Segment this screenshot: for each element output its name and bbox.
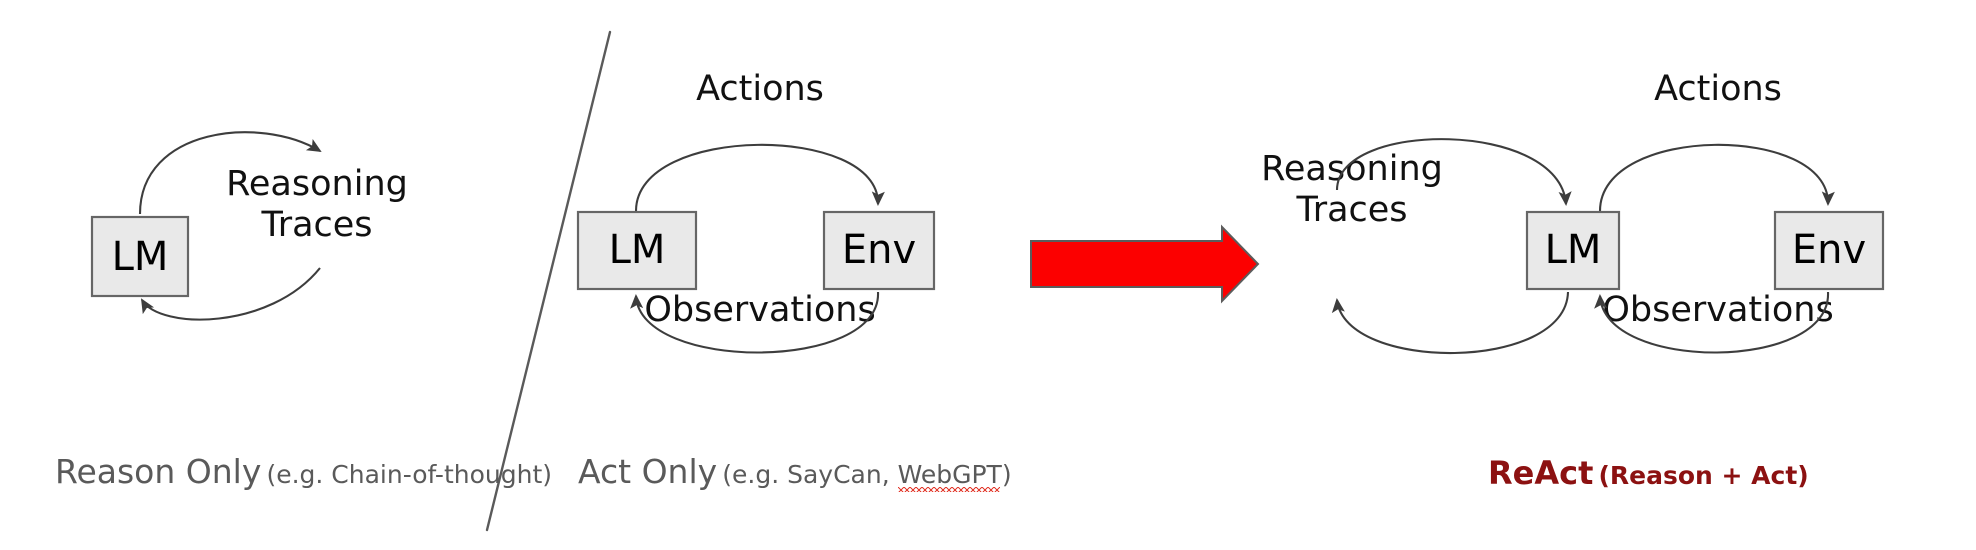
caption-react-main: ReAct xyxy=(1488,454,1594,492)
caption-reason-only-sub: (e.g. Chain-of-thought) xyxy=(266,460,552,489)
label-reasoning-traces-line1: Reasoning xyxy=(1261,149,1443,189)
red-right-arrow xyxy=(1030,224,1260,304)
node-lm-box xyxy=(90,215,190,298)
node-env-box xyxy=(822,210,936,291)
panel-divider-line xyxy=(485,30,612,532)
label-observations: Observations xyxy=(644,290,875,330)
panel-act-only: Actions Observations LM Env xyxy=(576,69,936,354)
label-actions: Actions xyxy=(696,69,824,109)
arrow-lm-to-env-actions xyxy=(1598,143,1835,212)
arrow-lm-to-env-actions xyxy=(634,143,885,212)
node-env-box xyxy=(1773,210,1885,291)
label-actions: Actions xyxy=(1654,69,1782,109)
node-lm-box xyxy=(576,210,698,291)
caption-act-only: Act Only (e.g. SayCan, WebGPT) xyxy=(578,452,1012,492)
arrow-reasoning-to-lm xyxy=(140,267,321,321)
caption-reason-only-main: Reason Only xyxy=(55,452,262,491)
node-lm-label: LM xyxy=(1545,227,1602,273)
label-observations: Observations xyxy=(1602,290,1833,330)
caption-reason-only: Reason Only (e.g. Chain-of-thought) xyxy=(55,452,552,491)
caption-react: ReAct (Reason + Act) xyxy=(1488,454,1809,492)
node-env-label: Env xyxy=(1792,227,1866,273)
node-lm-label: LM xyxy=(609,227,666,273)
node-lm-box xyxy=(1525,210,1621,291)
label-reasoning-traces-line2: Traces xyxy=(260,205,372,245)
arrow-lm-to-reasoning xyxy=(138,131,322,215)
node-env-label: Env xyxy=(842,227,916,273)
caption-act-only-misspelled-word: WebGPT xyxy=(897,460,1002,492)
arrow-lm-to-reasoning-bottom xyxy=(1331,291,1570,355)
caption-act-only-main: Act Only xyxy=(578,452,718,491)
caption-act-only-sub-after: ) xyxy=(1001,460,1012,489)
node-lm-label: LM xyxy=(112,234,169,280)
caption-react-sub: (Reason + Act) xyxy=(1598,461,1809,490)
arrow-env-to-lm-observations xyxy=(1594,291,1830,354)
label-reasoning-traces-line1: Reasoning xyxy=(226,164,408,204)
caption-act-only-sub-before: (e.g. SayCan, xyxy=(722,460,898,489)
panel-react: Reasoning Traces Actions Observations LM… xyxy=(1261,69,1885,355)
panel-reason-only: LM Reasoning Traces xyxy=(90,131,408,321)
arrow-env-to-lm-observations xyxy=(630,291,880,354)
label-reasoning-traces-line2: Traces xyxy=(1295,190,1407,230)
arrow-reasoning-to-lm-top xyxy=(1335,138,1572,206)
